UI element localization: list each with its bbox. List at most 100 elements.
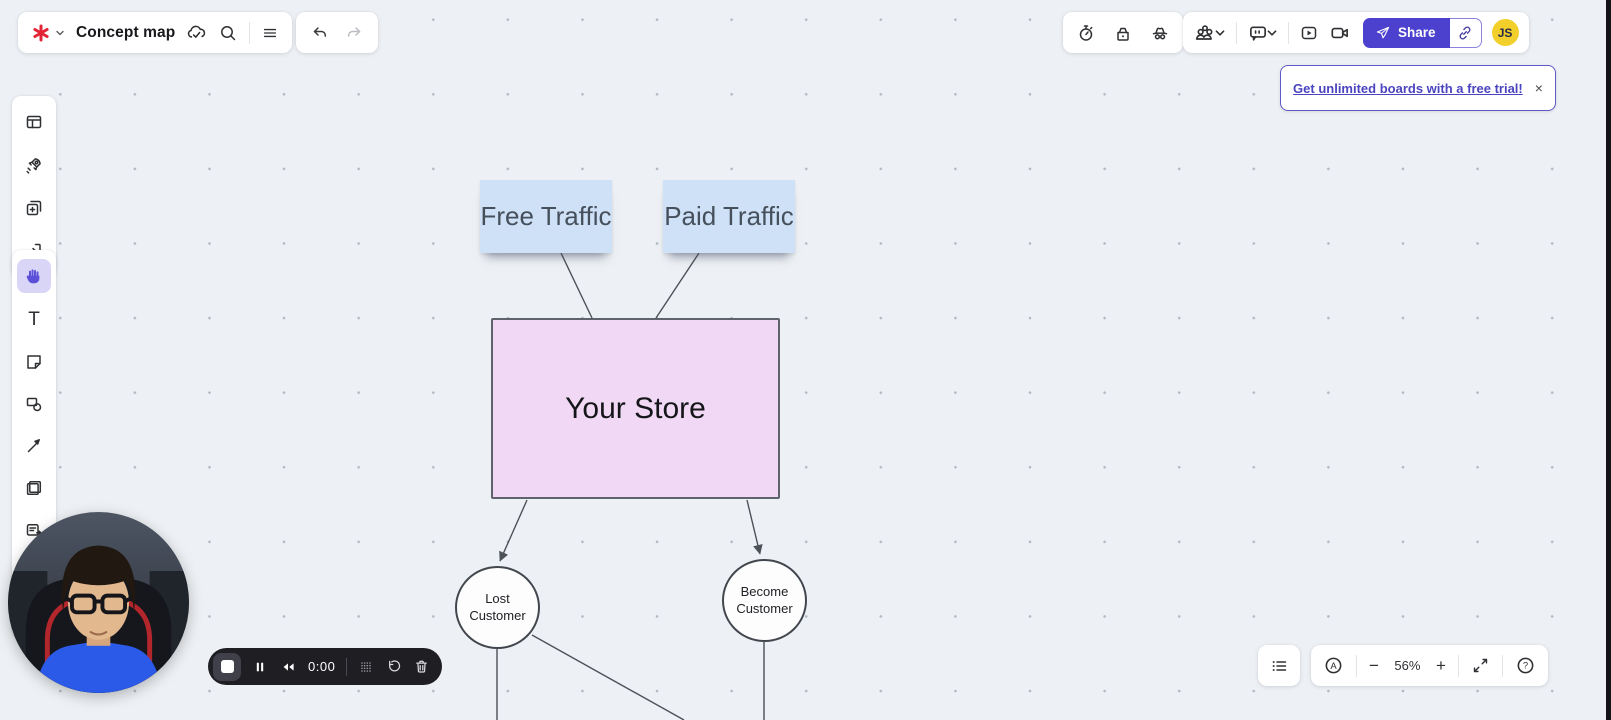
sticky-note-paid-traffic[interactable]: Paid Traffic: [663, 180, 795, 253]
divider: [1457, 654, 1459, 677]
rewind-icon: [283, 662, 294, 671]
hand-tool-button[interactable]: [17, 259, 51, 293]
voting-button[interactable]: [1113, 23, 1133, 43]
sticky-note-label: Paid Traffic: [664, 200, 794, 231]
restart-icon: [389, 660, 401, 672]
stop-recording-button[interactable]: [213, 652, 241, 681]
window-scrollbar[interactable]: [1606, 0, 1611, 720]
board-title[interactable]: Concept map: [76, 23, 176, 41]
search-icon: [221, 25, 236, 40]
board-menu-button[interactable]: [261, 24, 279, 42]
webcam-video: [8, 512, 189, 693]
templates-button[interactable]: [17, 107, 51, 137]
svg-text:A: A: [1330, 661, 1337, 672]
recording-bar: 0:00: [208, 648, 443, 685]
hand-icon: [26, 269, 40, 284]
sticky-note-label: Free Traffic: [480, 200, 612, 231]
text-tool-button[interactable]: T: [17, 305, 51, 335]
rewind-button[interactable]: [279, 659, 297, 675]
trial-banner-link[interactable]: Get unlimited boards with a free trial!: [1293, 80, 1523, 96]
video-camera-icon: [1331, 27, 1348, 38]
shape-your-store[interactable]: Your Store: [491, 318, 780, 499]
sticky-note-icon: [27, 355, 41, 369]
toc-panel: [1258, 645, 1300, 686]
undo-redo-panel: [296, 12, 378, 53]
link-icon: [1459, 26, 1471, 39]
board-header-panel: Concept map: [18, 12, 293, 53]
pause-icon: [256, 662, 264, 671]
shape-lost-customer[interactable]: Lost Customer: [455, 566, 540, 649]
present-icon: [1250, 25, 1266, 41]
restart-recording-button[interactable]: [385, 658, 402, 675]
shapes-tool-button[interactable]: [17, 389, 51, 419]
expand-icon: [1473, 658, 1488, 673]
toc-button[interactable]: [1269, 656, 1289, 676]
private-mode-button[interactable]: [1150, 23, 1170, 43]
trial-banner: Get unlimited boards with a free trial! …: [1280, 65, 1556, 111]
user-avatar[interactable]: JS: [1491, 19, 1519, 46]
redo-icon: [347, 26, 361, 37]
cloud-sync-icon: [188, 25, 206, 38]
webcam-bubble[interactable]: [8, 512, 189, 693]
pause-recording-button[interactable]: [252, 659, 268, 675]
zoom-in-button[interactable]: +: [1435, 656, 1446, 675]
redo-button[interactable]: [344, 23, 364, 43]
timer-icon: [1079, 24, 1093, 41]
trash-icon: [416, 660, 428, 673]
facilitation-panel: [1063, 12, 1183, 53]
copy-link-button[interactable]: [1449, 17, 1482, 48]
divider: [1501, 654, 1503, 677]
add-frame-button[interactable]: [17, 193, 51, 223]
chevron-down-icon: [1215, 29, 1225, 36]
video-chat-button[interactable]: [1329, 22, 1351, 44]
app-menu-button[interactable]: [31, 23, 65, 43]
shape-label: Lost Customer: [469, 591, 526, 623]
zoom-out-button[interactable]: −: [1369, 656, 1379, 675]
menu-icon: [264, 28, 277, 37]
banner-close-icon[interactable]: ×: [1534, 80, 1543, 96]
private-mode-icon: [1152, 27, 1168, 39]
present-button[interactable]: [1247, 22, 1278, 44]
quick-start-button[interactable]: [17, 150, 51, 180]
accessibility-button[interactable]: A: [1323, 655, 1344, 676]
svg-text:?: ?: [1523, 661, 1528, 672]
drag-handle[interactable]: [358, 659, 374, 675]
fullscreen-button[interactable]: [1471, 656, 1490, 675]
people-icon: [1195, 24, 1213, 40]
delete-recording-button[interactable]: [413, 658, 430, 675]
collaborators-button[interactable]: [1193, 22, 1226, 44]
undo-button[interactable]: [310, 23, 330, 43]
zoom-controls-panel: A − 56% + ?: [1311, 645, 1548, 686]
shapes-icon: [26, 397, 42, 412]
connector-tool-button[interactable]: [17, 431, 51, 461]
zoom-level[interactable]: 56%: [1394, 658, 1421, 673]
drag-grid-icon: [361, 661, 372, 672]
shape-become-customer[interactable]: Become Customer: [722, 559, 807, 642]
divider: [1236, 21, 1237, 44]
sidebar-top-panel: [12, 96, 56, 277]
cloud-sync-button[interactable]: [186, 22, 207, 43]
shape-label: Become Customer: [736, 584, 793, 616]
collaboration-panel: Share JS: [1183, 12, 1529, 53]
sticky-note-free-traffic[interactable]: Free Traffic: [480, 180, 612, 253]
frames-tool-button[interactable]: [17, 473, 51, 503]
sticky-note-tool-button[interactable]: [17, 347, 51, 377]
divider: [1288, 21, 1289, 44]
stop-icon: [220, 660, 234, 673]
rocket-icon: [26, 158, 41, 174]
search-button[interactable]: [218, 23, 238, 43]
asterisk-logo-icon: [33, 24, 49, 41]
undo-icon: [313, 26, 327, 37]
share-button[interactable]: Share: [1363, 17, 1450, 48]
divider: [346, 657, 348, 676]
help-button[interactable]: ?: [1515, 655, 1536, 676]
divider: [1356, 654, 1357, 677]
voting-icon: [1117, 27, 1129, 41]
paper-plane-icon: [1376, 26, 1390, 38]
timer-button[interactable]: [1076, 23, 1096, 43]
play-icon: [1301, 26, 1317, 39]
share-label: Share: [1398, 25, 1436, 40]
interactive-display-button[interactable]: [1299, 23, 1319, 43]
accessibility-a-icon: A: [1325, 657, 1342, 674]
